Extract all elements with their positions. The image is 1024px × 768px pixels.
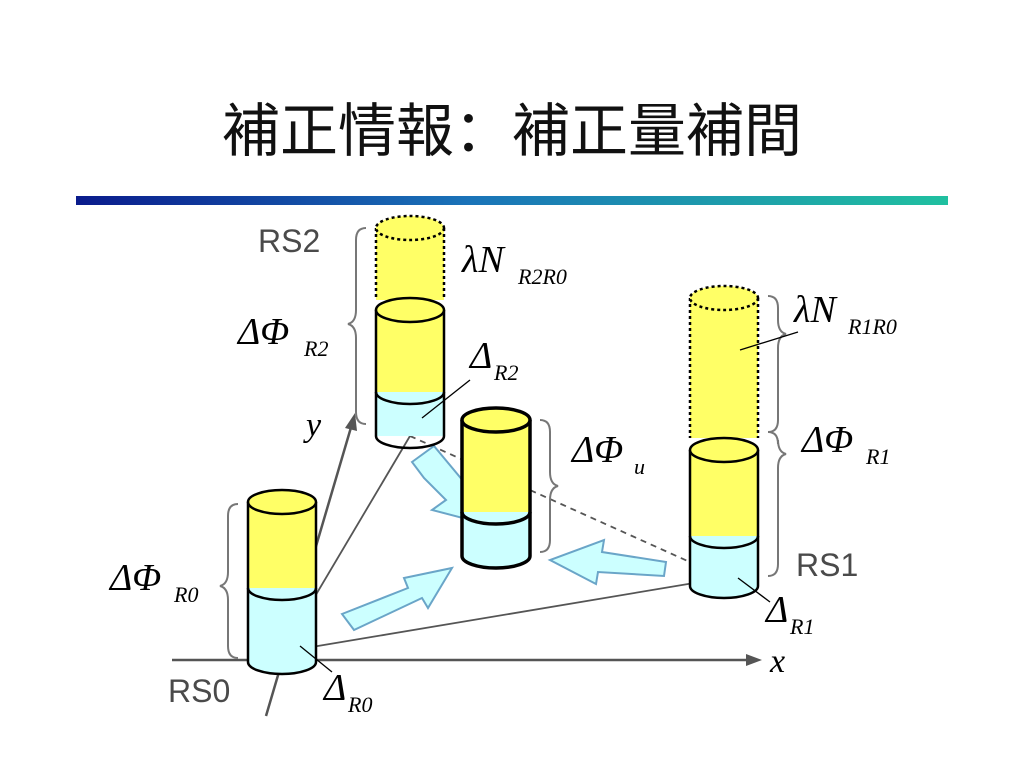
brace-rs1-top — [767, 295, 787, 433]
rs2-label: RS2 — [258, 223, 320, 259]
lambda-n-r2r0: λN — [461, 239, 506, 281]
title-underline — [76, 196, 948, 205]
rs0-label: RS0 — [168, 673, 230, 709]
line-rs0-rs1 — [281, 579, 713, 653]
delta-phi-r0: ΔΦ — [108, 557, 161, 599]
delta-phi-r1: ΔΦ — [800, 419, 853, 461]
delta-r2: Δ — [468, 335, 492, 377]
rs1-label: RS1 — [796, 547, 858, 583]
delta-r0-sub: R0 — [347, 692, 372, 717]
delta-r1: Δ — [764, 589, 788, 631]
delta-phi-r1-sub: R1 — [865, 444, 890, 469]
y-axis-arrowhead — [345, 413, 357, 431]
lambda-n-r1r0: λN — [793, 289, 838, 331]
y-axis-label: y — [303, 407, 322, 444]
delta-phi-u-sub: u — [634, 454, 645, 479]
leaders — [299, 331, 799, 673]
brace-u — [539, 419, 559, 553]
page-title: 補正情報：補正量補間 — [221, 97, 802, 165]
cylinder-rs1 — [688, 284, 760, 600]
brace-rs1-bottom — [767, 431, 787, 577]
delta-phi-r2: ΔΦ — [236, 311, 289, 353]
brace-rs2 — [347, 227, 367, 425]
rs2-yellow-body — [376, 310, 444, 392]
delta-r1-sub: R1 — [789, 614, 814, 639]
x-axis-arrowhead — [746, 654, 762, 666]
lambda-n-r2r0-sub: R2R0 — [517, 264, 567, 289]
delta-r0: Δ — [322, 667, 346, 709]
delta-phi-u: ΔΦ — [570, 429, 623, 471]
cylinder-rs0 — [246, 488, 318, 676]
brace-rs0 — [219, 503, 239, 659]
braces — [219, 227, 787, 659]
delta-phi-r2-sub: R2 — [303, 336, 328, 361]
arrow-from-rs0 — [340, 566, 455, 632]
rs2-cyan-body — [376, 392, 444, 436]
delta-phi-r0-sub: R0 — [173, 582, 198, 607]
arrow-from-rs1 — [547, 538, 668, 586]
cylinder-rs2 — [374, 214, 446, 450]
lambda-n-r1r0-sub: R1R0 — [847, 314, 897, 339]
x-axis-label: x — [769, 643, 785, 680]
delta-r2-sub: R2 — [493, 360, 518, 385]
cylinder-u — [460, 406, 532, 570]
